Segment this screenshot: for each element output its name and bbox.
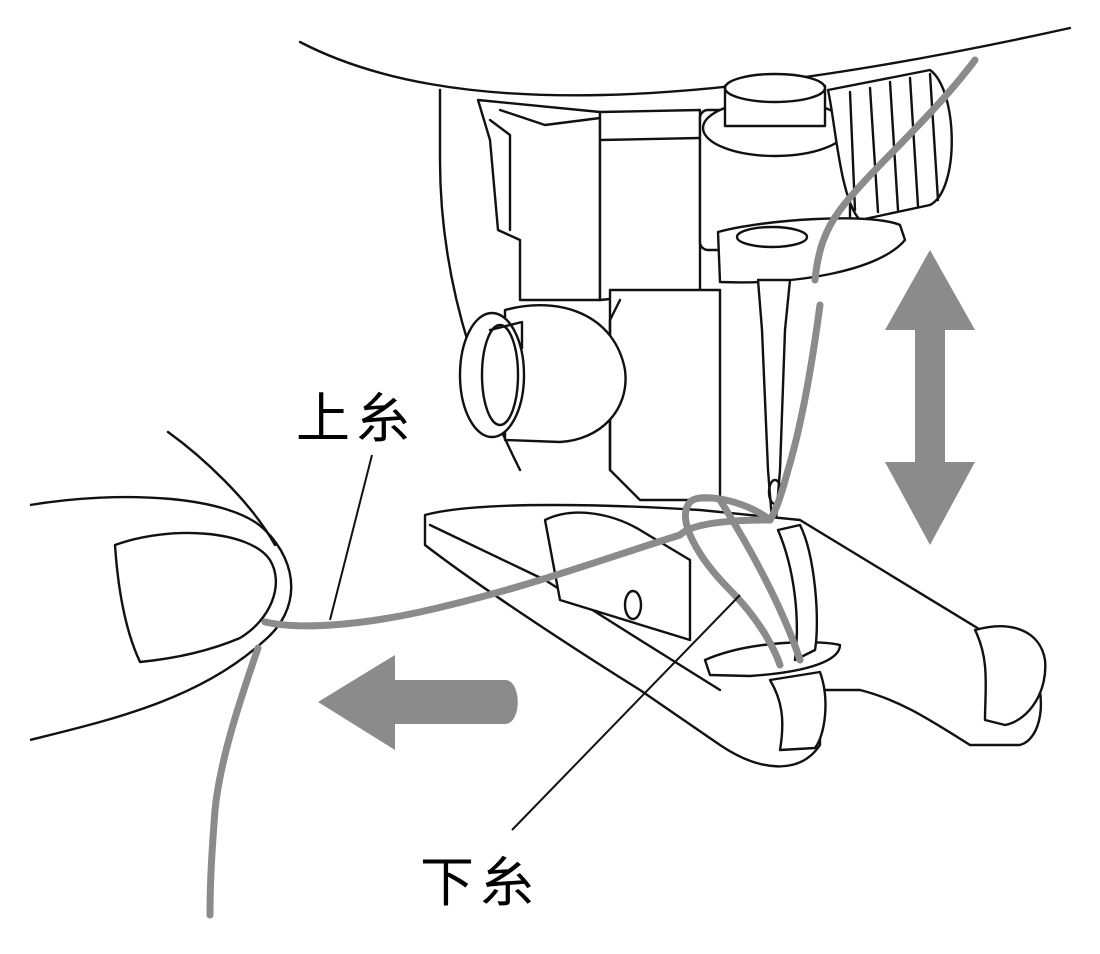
finger <box>29 430 293 742</box>
upper-thread-label: 上糸 <box>296 387 416 450</box>
presser-foot-screw <box>458 303 627 444</box>
up-down-arrow <box>885 250 975 545</box>
lower-thread-label: 下糸 <box>420 851 540 914</box>
lower-thread-leader <box>511 594 741 831</box>
pull-left-arrow <box>318 655 518 750</box>
presser-foot <box>423 503 1047 768</box>
presser-foot-shank <box>476 98 722 502</box>
upper-thread-leader <box>329 454 373 621</box>
needle-clamp <box>698 68 953 284</box>
upper-thread <box>206 56 979 919</box>
